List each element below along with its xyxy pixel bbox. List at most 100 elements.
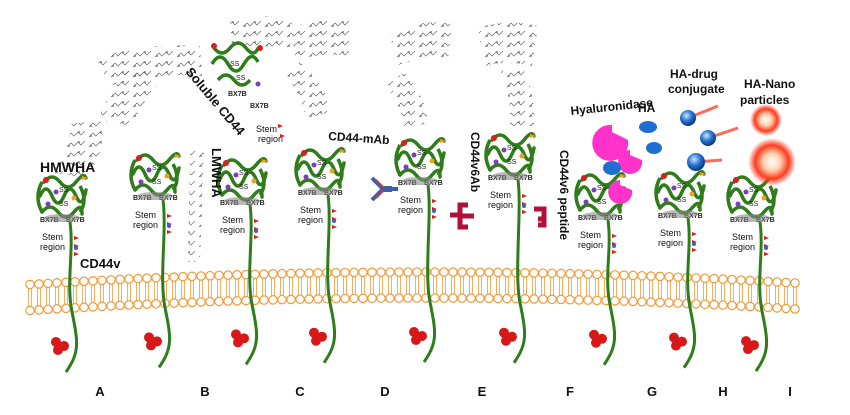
cd44v6ab-antibody xyxy=(450,202,474,230)
label-cd44v6ab: CD44v6Ab xyxy=(468,132,482,192)
lipid xyxy=(619,270,629,306)
panel-letter-c: C xyxy=(295,384,305,399)
lipid xyxy=(592,269,602,306)
label-cd44-mab: CD44-mAb xyxy=(328,129,390,147)
stem-label: region xyxy=(488,200,513,210)
ss-label: SS xyxy=(677,183,687,190)
lipid xyxy=(295,268,305,305)
lipid xyxy=(43,278,53,315)
lipid xyxy=(520,267,530,304)
ha-nanoparticles xyxy=(748,104,796,186)
lipid xyxy=(34,279,44,315)
ss-label: SS xyxy=(417,150,427,157)
lipid xyxy=(412,267,422,303)
stem-label: region xyxy=(730,242,755,252)
lipid xyxy=(718,274,728,310)
lipid xyxy=(277,268,287,305)
ss-label: SS xyxy=(597,199,607,206)
lipid xyxy=(781,277,791,314)
bxb-motif: BX7B xyxy=(250,103,269,110)
label-cd44v: CD44v xyxy=(80,256,121,271)
ha-drug-conjugates xyxy=(680,104,739,171)
ss-label: SS xyxy=(417,164,427,171)
lipid xyxy=(727,274,737,311)
lipid xyxy=(502,267,512,304)
stem-label: Stem xyxy=(400,195,421,205)
lipid xyxy=(439,267,449,303)
lipid xyxy=(178,271,188,308)
panel-letter-d: D xyxy=(380,384,389,399)
lipid xyxy=(736,275,746,311)
lipid xyxy=(700,273,710,310)
panel-letter-a: A xyxy=(95,384,105,399)
bxb-motif: BX7B xyxy=(228,91,247,98)
panel-letter-h: H xyxy=(718,384,727,399)
lipid xyxy=(358,267,368,304)
lipid xyxy=(457,267,467,303)
ha-bands xyxy=(50,16,538,262)
ss-label: SS xyxy=(749,187,759,194)
label-ha-drug-1: HA-drug xyxy=(670,67,718,81)
ss-label: SS xyxy=(59,187,69,194)
panel-letter-g: G xyxy=(647,384,657,399)
stem-label: Stem xyxy=(256,124,277,134)
label-ha-nano-2: particles xyxy=(740,93,790,107)
lipid xyxy=(214,270,224,307)
lipid xyxy=(664,271,674,308)
lipid xyxy=(196,271,206,307)
lipid xyxy=(565,268,575,305)
lipid xyxy=(403,267,413,303)
hyaluronidase-enzymes xyxy=(592,124,643,204)
label-cd44v6-peptide: CD44v6 peptide xyxy=(557,150,571,240)
lipid xyxy=(628,270,638,307)
ss-label: SS xyxy=(239,170,249,177)
ss-label: SS xyxy=(677,197,687,204)
lipid xyxy=(52,278,62,314)
label-ha-drug-2: conjugate xyxy=(668,82,725,96)
stem-label: Stem xyxy=(42,232,63,242)
panel-letter-f: F xyxy=(566,384,574,399)
stem-label: region xyxy=(578,240,603,250)
lipid xyxy=(646,271,656,307)
ss-label: SS xyxy=(59,201,69,208)
stem-label: Stem xyxy=(490,190,511,200)
stem-label: Stem xyxy=(135,210,156,220)
lipid xyxy=(484,267,494,304)
stem-label: region xyxy=(258,134,283,144)
lipid xyxy=(394,267,404,303)
lipid xyxy=(151,272,161,309)
stem-label: Stem xyxy=(732,232,753,242)
lipid xyxy=(790,278,800,314)
panel-letter-i: I xyxy=(788,384,792,399)
ss-label: SS xyxy=(749,201,759,208)
panel-letter-b: B xyxy=(200,384,209,399)
lipid xyxy=(691,273,701,309)
lipid xyxy=(385,267,395,303)
lipid xyxy=(637,270,647,307)
lipid xyxy=(493,267,503,304)
label-hmwha: HMWHA xyxy=(40,159,95,175)
ss-label: SS xyxy=(317,174,327,181)
lipid xyxy=(709,273,719,310)
lipid xyxy=(106,275,116,311)
stem-label: Stem xyxy=(660,228,681,238)
lipid xyxy=(259,269,269,305)
ss-label: SS xyxy=(152,165,162,172)
lipid xyxy=(556,268,566,305)
plasma-membrane xyxy=(25,267,800,316)
lipid xyxy=(673,272,683,308)
lipid xyxy=(187,271,197,308)
stem-label: region xyxy=(398,205,423,215)
stem-label: region xyxy=(220,225,245,235)
lipid xyxy=(583,269,593,305)
lipid xyxy=(340,267,350,304)
